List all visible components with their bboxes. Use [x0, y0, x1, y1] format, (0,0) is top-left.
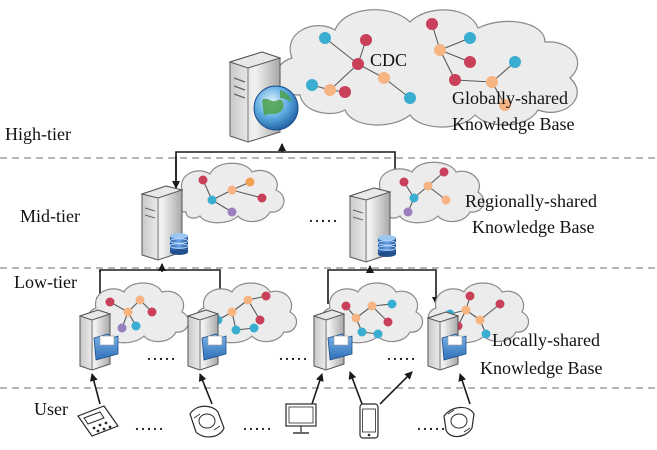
user-to-local-links	[89, 371, 471, 405]
ellipsis-user-2: …	[242, 414, 261, 434]
ellipsis-user-3b: …	[428, 414, 447, 434]
ellipsis-user-1b: …	[146, 414, 165, 434]
ellipsis-user-1: …	[134, 414, 153, 434]
tier-label-high: High-tier	[5, 124, 71, 144]
regional-cloud-right	[370, 161, 485, 224]
regional-kb-label-line2: Knowledge Base	[472, 217, 594, 237]
ellipsis-low-2: …	[278, 344, 297, 364]
smartphone-icon	[359, 403, 379, 439]
ellipsis-low-1b: …	[158, 344, 177, 364]
local-kb-label-line2: Knowledge Base	[480, 358, 602, 378]
local-kb-label-line1: Locally-shared	[492, 330, 600, 350]
ellipsis-low-1: …	[146, 344, 165, 364]
folder-icon	[93, 333, 119, 361]
ellipsis-low-3b: …	[398, 344, 417, 364]
local-cloud-2	[195, 282, 298, 344]
global-kb-label-line2: Knowledge Base	[452, 114, 574, 134]
database-icon	[169, 233, 189, 255]
tier-label-low: Low-tier	[14, 272, 77, 292]
global-kb-label-line1: Globally-shared	[452, 88, 568, 108]
smartwatch-icon	[189, 405, 225, 438]
local-cloud-3	[321, 282, 424, 344]
cdc-knowledge-graph	[306, 18, 521, 111]
database-icon	[377, 235, 397, 257]
ellipsis-low-3: …	[386, 344, 405, 364]
cdc-label: CDC	[370, 50, 407, 70]
tier-label-user: User	[34, 399, 68, 419]
cdc-cloud	[275, 9, 579, 128]
tier-label-mid: Mid-tier	[20, 206, 80, 226]
folder-icon	[201, 333, 227, 361]
ellipsis-mid: …	[308, 206, 327, 226]
regional-cloud-left	[172, 162, 285, 224]
calculator-icon	[77, 405, 119, 437]
folder-icon	[441, 333, 467, 361]
smartwatch-icon	[443, 406, 475, 438]
ellipsis-mid-2: …	[320, 206, 339, 226]
ellipsis-user-3: …	[416, 414, 435, 434]
globe-icon	[253, 85, 299, 131]
folder-icon	[327, 333, 353, 361]
regional-kb-label-line1: Regionally-shared	[465, 191, 597, 211]
local-cloud-1	[87, 282, 190, 344]
ellipsis-user-2b: …	[254, 414, 273, 434]
desktop-monitor-icon	[285, 403, 317, 434]
ellipsis-low-2b: …	[290, 344, 309, 364]
